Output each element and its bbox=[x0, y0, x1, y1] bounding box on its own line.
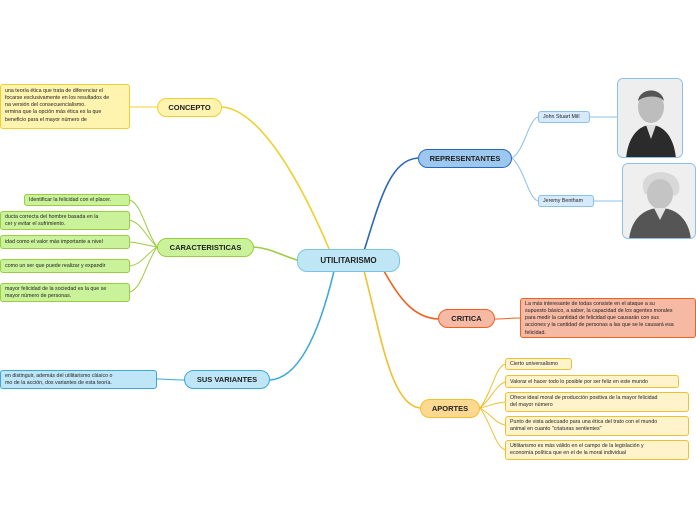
aporte-item: Punto de vista adecuado para una ética d… bbox=[505, 416, 689, 436]
caracteristica-item: idad como el valor más importante a nive… bbox=[0, 235, 130, 249]
aporte-item: Cierto universalismo bbox=[505, 358, 572, 370]
branch-aportes[interactable]: APORTES bbox=[420, 399, 480, 418]
portrait-bentham-image bbox=[622, 163, 696, 239]
aporte-item: Ofrece ideal moral de producción positiv… bbox=[505, 392, 689, 412]
branch-caracteristicas[interactable]: CARACTERISTICAS bbox=[157, 238, 254, 257]
branch-aportes-label: APORTES bbox=[431, 404, 469, 413]
critica-text: La más interesante de todas consiste en … bbox=[520, 298, 696, 338]
variantes-text: en distinguir, además del utilitarismo c… bbox=[0, 370, 157, 389]
branch-variantes-label: SUS VARIANTES bbox=[196, 375, 258, 384]
concepto-text: una teoría ética que trata de diferencia… bbox=[0, 84, 130, 129]
aporte-item: Utilitarismo es más válido en el campo d… bbox=[505, 440, 689, 460]
root-label: UTILITARISMO bbox=[320, 256, 377, 265]
branch-critica-label: CRITICA bbox=[451, 314, 482, 323]
branch-variantes[interactable]: SUS VARIANTES bbox=[184, 370, 270, 389]
branch-representantes[interactable]: REPRESENTANTES bbox=[418, 149, 512, 168]
branch-concepto[interactable]: CONCEPTO bbox=[157, 98, 222, 117]
caracteristica-item: como un ser que puede realizar y expandi… bbox=[0, 259, 130, 273]
representante-bentham[interactable]: Jeremy Bentham bbox=[538, 195, 594, 207]
branch-representantes-label: REPRESENTANTES bbox=[429, 154, 501, 163]
branch-critica[interactable]: CRITICA bbox=[438, 309, 495, 328]
portrait-mill-image bbox=[617, 78, 683, 158]
representante-mill[interactable]: John Stuart Mill bbox=[538, 111, 590, 123]
branch-concepto-label: CONCEPTO bbox=[168, 103, 211, 112]
caracteristica-item: mayor felicidad de la sociedad es la que… bbox=[0, 283, 130, 302]
caracteristica-item: Identificar la felicidad con el placer. bbox=[24, 194, 130, 206]
aporte-item: Valorar el hacer todo lo posible por ser… bbox=[505, 375, 679, 388]
caracteristica-item: ducta correcta del hombre basada en la c… bbox=[0, 211, 130, 230]
root-node[interactable]: UTILITARISMO bbox=[297, 249, 400, 272]
branch-caracteristicas-label: CARACTERISTICAS bbox=[169, 243, 242, 252]
